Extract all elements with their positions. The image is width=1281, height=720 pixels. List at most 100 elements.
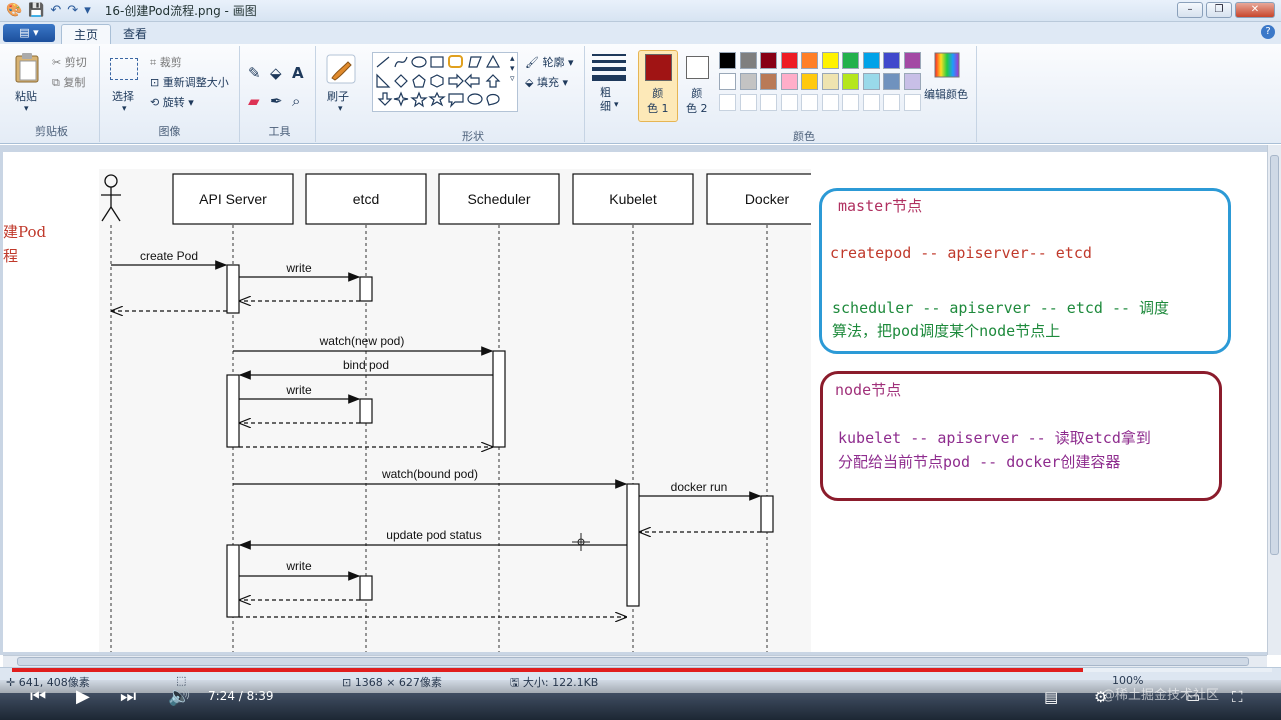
- save-icon[interactable]: 💾: [28, 3, 45, 18]
- rotate-label: 旋转: [162, 96, 185, 109]
- palette-swatch[interactable]: [801, 73, 818, 90]
- select-dropdown-icon[interactable]: ▾: [122, 104, 127, 114]
- palette-swatch[interactable]: [842, 52, 859, 69]
- eraser-icon[interactable]: ▰: [248, 92, 260, 110]
- custom-color-swatch[interactable]: [862, 94, 880, 111]
- palette-swatch[interactable]: [760, 52, 777, 69]
- palette-swatch[interactable]: [719, 52, 736, 69]
- palette-swatch[interactable]: [719, 73, 736, 90]
- outline-button[interactable]: 🖌 轮廓 ▾: [525, 56, 574, 69]
- palette-swatch[interactable]: [760, 73, 777, 90]
- ribbon-tabs: ▤ ▾ 主页 查看 ?: [0, 22, 1281, 44]
- vertical-scroll-thumb[interactable]: [1270, 155, 1279, 555]
- canvas-area[interactable]: 建Pod 程: [0, 145, 1281, 655]
- fullscreen-icon[interactable]: ⛶: [1232, 688, 1243, 706]
- shapes-icons[interactable]: [373, 53, 519, 113]
- video-progress-bar[interactable]: [12, 668, 1272, 672]
- palette-swatch[interactable]: [903, 73, 921, 90]
- edit-colors-button[interactable]: 编辑颜色: [924, 88, 968, 101]
- palette-swatch[interactable]: [780, 73, 798, 90]
- palette-swatch[interactable]: [842, 73, 859, 90]
- cut-button[interactable]: ✂ 剪切: [52, 56, 87, 69]
- vertical-scrollbar[interactable]: [1267, 145, 1281, 655]
- paste-dropdown-icon[interactable]: ▾: [24, 104, 29, 114]
- color-picker-icon[interactable]: ✒: [270, 92, 283, 110]
- file-menu-arrow: ▾: [33, 26, 39, 39]
- theater-mode-icon[interactable]: ▭: [1186, 688, 1201, 706]
- rotate-button[interactable]: ⟲ 旋转 ▾: [150, 96, 194, 109]
- master-note-line-4: 算法，把pod调度某个node节点上: [832, 322, 1061, 340]
- subtitles-icon[interactable]: ▤: [1044, 688, 1059, 706]
- palette-swatch[interactable]: [862, 73, 880, 90]
- fill-bucket-icon[interactable]: ⬙: [270, 64, 282, 82]
- palette-swatch[interactable]: [739, 52, 757, 69]
- custom-color-swatch[interactable]: [739, 94, 757, 111]
- custom-color-swatch[interactable]: [760, 94, 777, 111]
- minimize-button[interactable]: –: [1177, 2, 1203, 18]
- app-icon[interactable]: 🎨: [6, 3, 23, 18]
- color2-swatch[interactable]: [686, 56, 709, 79]
- palette-swatch[interactable]: [883, 52, 900, 69]
- help-icon[interactable]: ?: [1261, 25, 1275, 39]
- brushes-dropdown-icon[interactable]: ▾: [338, 104, 343, 114]
- previous-icon[interactable]: ⏮: [30, 686, 47, 707]
- shapes-gallery[interactable]: [372, 52, 518, 112]
- pencil-icon[interactable]: ✎: [248, 64, 261, 82]
- activation-scheduler: [492, 350, 506, 448]
- size-icon[interactable]: [592, 52, 626, 82]
- participant-label-docker: Docker: [745, 191, 790, 207]
- select-button[interactable]: 选择: [112, 90, 134, 103]
- size-button[interactable]: 粗 细: [600, 86, 611, 113]
- edit-colors-icon[interactable]: [934, 52, 960, 78]
- undo-icon[interactable]: ↶: [50, 3, 62, 18]
- custom-color-swatch[interactable]: [821, 94, 839, 111]
- paste-button[interactable]: 粘贴: [15, 90, 37, 103]
- next-icon[interactable]: ⏭: [120, 686, 137, 707]
- shapes-scroll-icon[interactable]: ▴▾▿: [510, 54, 515, 84]
- palette-swatch[interactable]: [739, 73, 757, 90]
- palette-swatch[interactable]: [821, 73, 839, 90]
- copy-label: 复制: [63, 76, 86, 89]
- custom-color-swatch[interactable]: [903, 94, 921, 111]
- color2-label[interactable]: 颜 色 2: [686, 87, 708, 115]
- horizontal-scroll-thumb[interactable]: [17, 657, 1249, 666]
- message-label-write-1: write: [285, 261, 312, 275]
- custom-color-swatch[interactable]: [719, 94, 736, 111]
- palette-swatch[interactable]: [780, 52, 798, 69]
- palette-swatch[interactable]: [903, 52, 921, 69]
- select-icon[interactable]: [110, 58, 138, 80]
- palette-swatch[interactable]: [821, 52, 839, 69]
- size-dropdown-icon[interactable]: ▾: [614, 100, 619, 110]
- text-tool-icon[interactable]: A: [292, 64, 304, 82]
- redo-icon[interactable]: ↷: [67, 3, 79, 18]
- play-icon[interactable]: ▶: [76, 686, 90, 707]
- paste-icon[interactable]: [14, 52, 40, 84]
- tab-home[interactable]: 主页: [61, 24, 112, 44]
- palette-swatch[interactable]: [801, 52, 818, 69]
- magnifier-icon[interactable]: ⌕: [292, 92, 301, 110]
- brushes-button[interactable]: 刷子: [327, 90, 349, 103]
- palette-swatch[interactable]: [862, 52, 880, 69]
- close-button[interactable]: ✕: [1235, 2, 1275, 18]
- settings-icon[interactable]: ⚙: [1094, 688, 1108, 706]
- resize-button[interactable]: ⊡ 重新调整大小: [150, 76, 229, 89]
- worker-node-note: node节点 kubelet -- apiserver -- 读取etcd拿到 …: [820, 371, 1222, 501]
- customize-icon[interactable]: ▾: [84, 3, 91, 18]
- copy-button[interactable]: ⧉ 复制: [52, 76, 86, 89]
- canvas[interactable]: 建Pod 程: [3, 152, 1267, 652]
- activation-etcd-2: [359, 398, 373, 424]
- brush-icon[interactable]: [326, 54, 356, 84]
- horizontal-scrollbar[interactable]: [3, 655, 1267, 667]
- custom-color-swatch[interactable]: [842, 94, 859, 111]
- crop-button[interactable]: ⌗ 裁剪: [150, 56, 182, 69]
- maximize-button[interactable]: ❐: [1206, 2, 1232, 18]
- participant-docker: [706, 173, 828, 225]
- tab-view[interactable]: 查看: [123, 27, 148, 41]
- file-menu-button[interactable]: ▤ ▾: [3, 24, 55, 42]
- fill-button[interactable]: ⬙ 填充 ▾: [525, 76, 568, 89]
- custom-color-swatch[interactable]: [780, 94, 798, 111]
- palette-swatch[interactable]: [883, 73, 900, 90]
- custom-color-swatch[interactable]: [883, 94, 900, 111]
- volume-icon[interactable]: 🔊: [168, 686, 191, 707]
- custom-color-swatch[interactable]: [801, 94, 818, 111]
